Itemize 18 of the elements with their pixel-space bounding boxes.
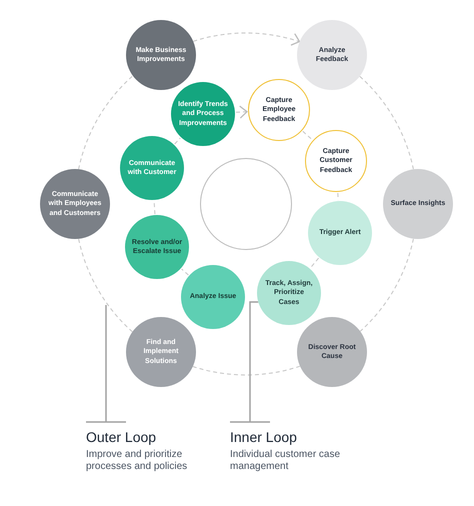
dashed-connector [181, 268, 189, 276]
leader-line [229, 301, 271, 423]
dashed-connector [78, 75, 134, 170]
dashed-connector [174, 138, 181, 144]
dashed-connector [192, 366, 300, 376]
arrow [192, 32, 300, 46]
dashed-connector [360, 238, 414, 332]
dashed-connector [359, 76, 414, 170]
loop-description: Individual customer case management [230, 448, 342, 474]
loop-description: Improve and prioritize processes and policies [86, 448, 188, 474]
leader-line [85, 304, 127, 423]
dashed-connector [310, 258, 320, 268]
loop-heading: Outer Loop [86, 429, 156, 446]
arrow [236, 105, 248, 119]
dashed-connector [302, 130, 313, 140]
dashed-connector [78, 238, 133, 332]
loop-heading: Inner Loop [230, 429, 297, 446]
dashed-connector [154, 200, 156, 215]
